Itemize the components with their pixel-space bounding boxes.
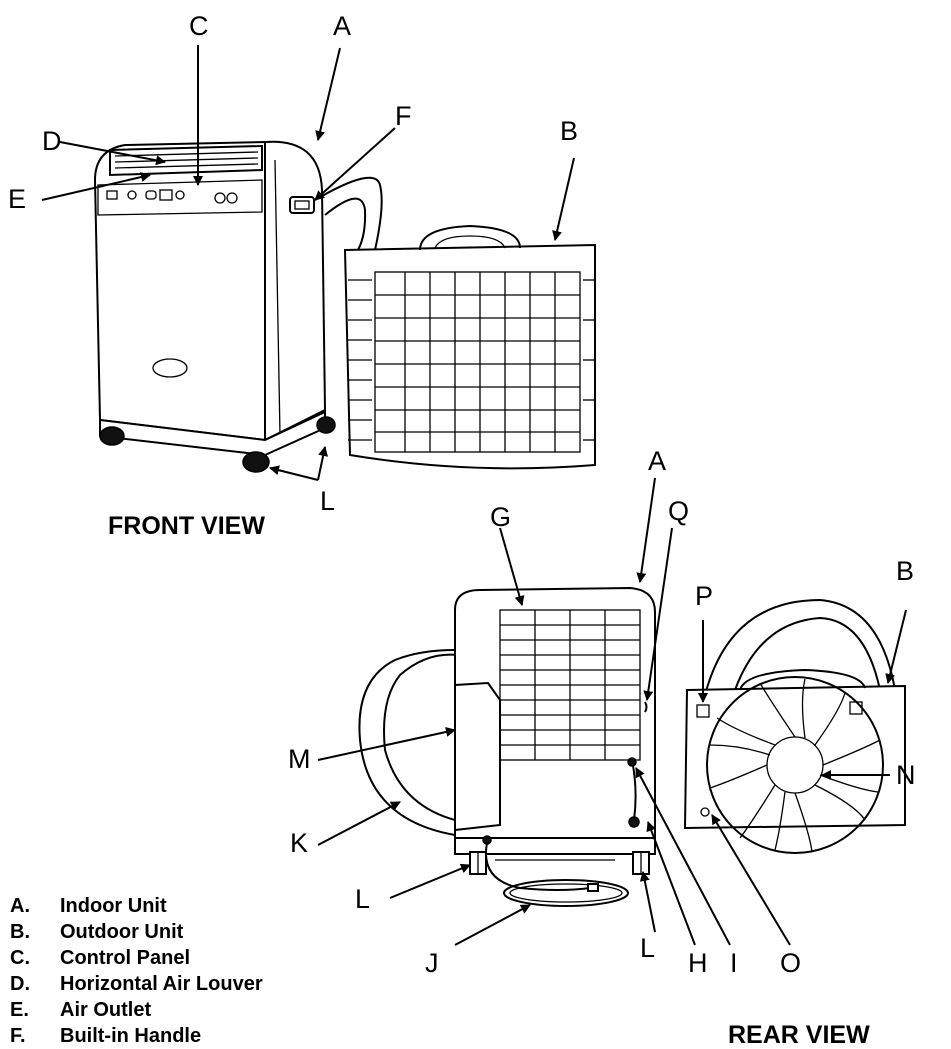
callout-l-rear-left: L xyxy=(355,884,370,914)
callout-q-rear: Q xyxy=(668,496,689,526)
callout-l-front: L xyxy=(320,486,335,516)
rear-leader-lines xyxy=(317,477,907,946)
callout-o-rear: O xyxy=(780,948,801,978)
callout-d-front: D xyxy=(42,126,62,156)
front-view-title: FRONT VIEW xyxy=(108,512,265,540)
front-view-indoor-unit xyxy=(93,140,383,473)
legend-letter: A. xyxy=(10,895,30,917)
callout-m-rear: M xyxy=(288,744,311,774)
legend-label: Air Outlet xyxy=(60,999,152,1021)
callout-b-rear: B xyxy=(896,556,914,586)
legend-item: F. Built-in Handle xyxy=(10,1023,330,1049)
legend-label: Control Panel xyxy=(60,947,191,969)
legend-label: Outdoor Unit xyxy=(60,921,184,943)
parts-legend: A. Indoor Unit B. Outdoor Unit C. Contro… xyxy=(10,893,330,1049)
callout-g-rear: G xyxy=(490,502,511,532)
legend-letter: C. xyxy=(10,947,30,969)
legend-letter: D. xyxy=(10,973,30,995)
callout-l-rear-right: L xyxy=(640,933,655,963)
legend-item: D. Horizontal Air Louver xyxy=(10,971,330,997)
callout-j-rear: J xyxy=(425,948,439,978)
callout-c-front: C xyxy=(189,11,209,41)
rear-view-outdoor-unit xyxy=(683,598,906,854)
legend-item: E. Air Outlet xyxy=(10,997,330,1023)
callout-k-rear: K xyxy=(290,828,308,858)
callout-b-front: B xyxy=(560,116,578,146)
callout-n-rear: N xyxy=(896,760,916,790)
legend-label: Built-in Handle xyxy=(60,1025,202,1047)
callout-p-rear: P xyxy=(695,581,713,611)
rear-view-indoor-unit xyxy=(358,586,656,907)
callout-a-front: A xyxy=(333,11,351,41)
legend-letter: E. xyxy=(10,999,29,1021)
callout-f-front: F xyxy=(395,101,412,131)
callout-a-rear: A xyxy=(648,446,666,476)
legend-label: Indoor Unit xyxy=(60,895,167,917)
legend-letter: B. xyxy=(10,921,30,943)
legend-label: Horizontal Air Louver xyxy=(60,973,263,995)
legend-item: B. Outdoor Unit xyxy=(10,919,330,945)
rear-view-title: REAR VIEW xyxy=(728,1021,870,1048)
callout-e-front: E xyxy=(8,184,26,214)
callout-i-rear: I xyxy=(730,948,738,978)
front-view-outdoor-unit xyxy=(343,224,596,470)
front-leader-lines xyxy=(41,45,575,481)
legend-item: A. Indoor Unit xyxy=(10,893,330,919)
legend-letter: F. xyxy=(10,1025,26,1047)
callout-h-rear: H xyxy=(688,948,708,978)
legend-item: C. Control Panel xyxy=(10,945,330,971)
